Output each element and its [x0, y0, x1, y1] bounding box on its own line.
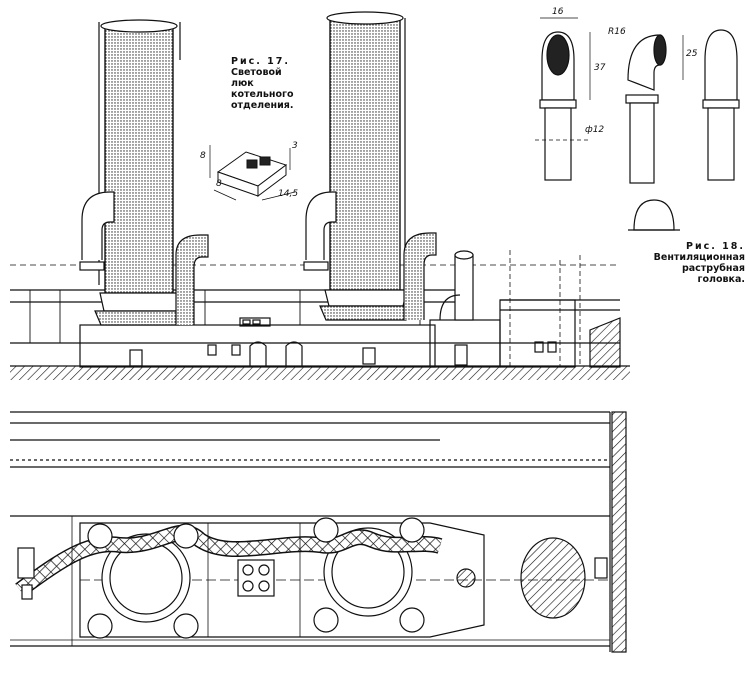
vent-cowls: [79, 191, 474, 325]
dim-label: R16: [608, 27, 626, 37]
dim-label: 37: [594, 63, 606, 73]
fig17-skylight-sketch: [209, 145, 296, 201]
plan-view: [10, 411, 627, 653]
caption-fig17-line: отделения.: [231, 100, 294, 111]
caption-fig17-line: люк: [231, 78, 254, 89]
caption-fig17-line: котельного: [231, 89, 294, 100]
funnel-left: [94, 19, 186, 326]
dim-label: 16: [552, 7, 564, 17]
funnel-right: [319, 11, 413, 321]
dim-label: 8: [216, 179, 222, 189]
caption-fig18-label: Рис. 18.: [686, 241, 745, 252]
caption-fig18-line: Вентиляционная: [653, 252, 745, 263]
caption-fig18-line: головка.: [697, 274, 745, 285]
dim-label: ф12: [585, 125, 604, 135]
caption-fig18: Рис. 18. Вентиляционная раструбная голов…: [640, 241, 745, 285]
caption-fig17-label: Рис. 17.: [231, 56, 290, 67]
dim-label: 14,5: [278, 189, 298, 199]
side-elevation-view: [10, 11, 630, 380]
dim-label: 3: [292, 141, 298, 151]
caption-fig17: Рис. 17. Световой люк котельного отделен…: [231, 56, 311, 111]
caption-fig18-line: раструбная: [681, 263, 745, 274]
caption-fig17-line: Световой: [231, 67, 282, 78]
dim-label: 8: [200, 151, 206, 161]
dim-label: 25: [686, 49, 698, 59]
fig18-vent-heads: [535, 17, 740, 231]
